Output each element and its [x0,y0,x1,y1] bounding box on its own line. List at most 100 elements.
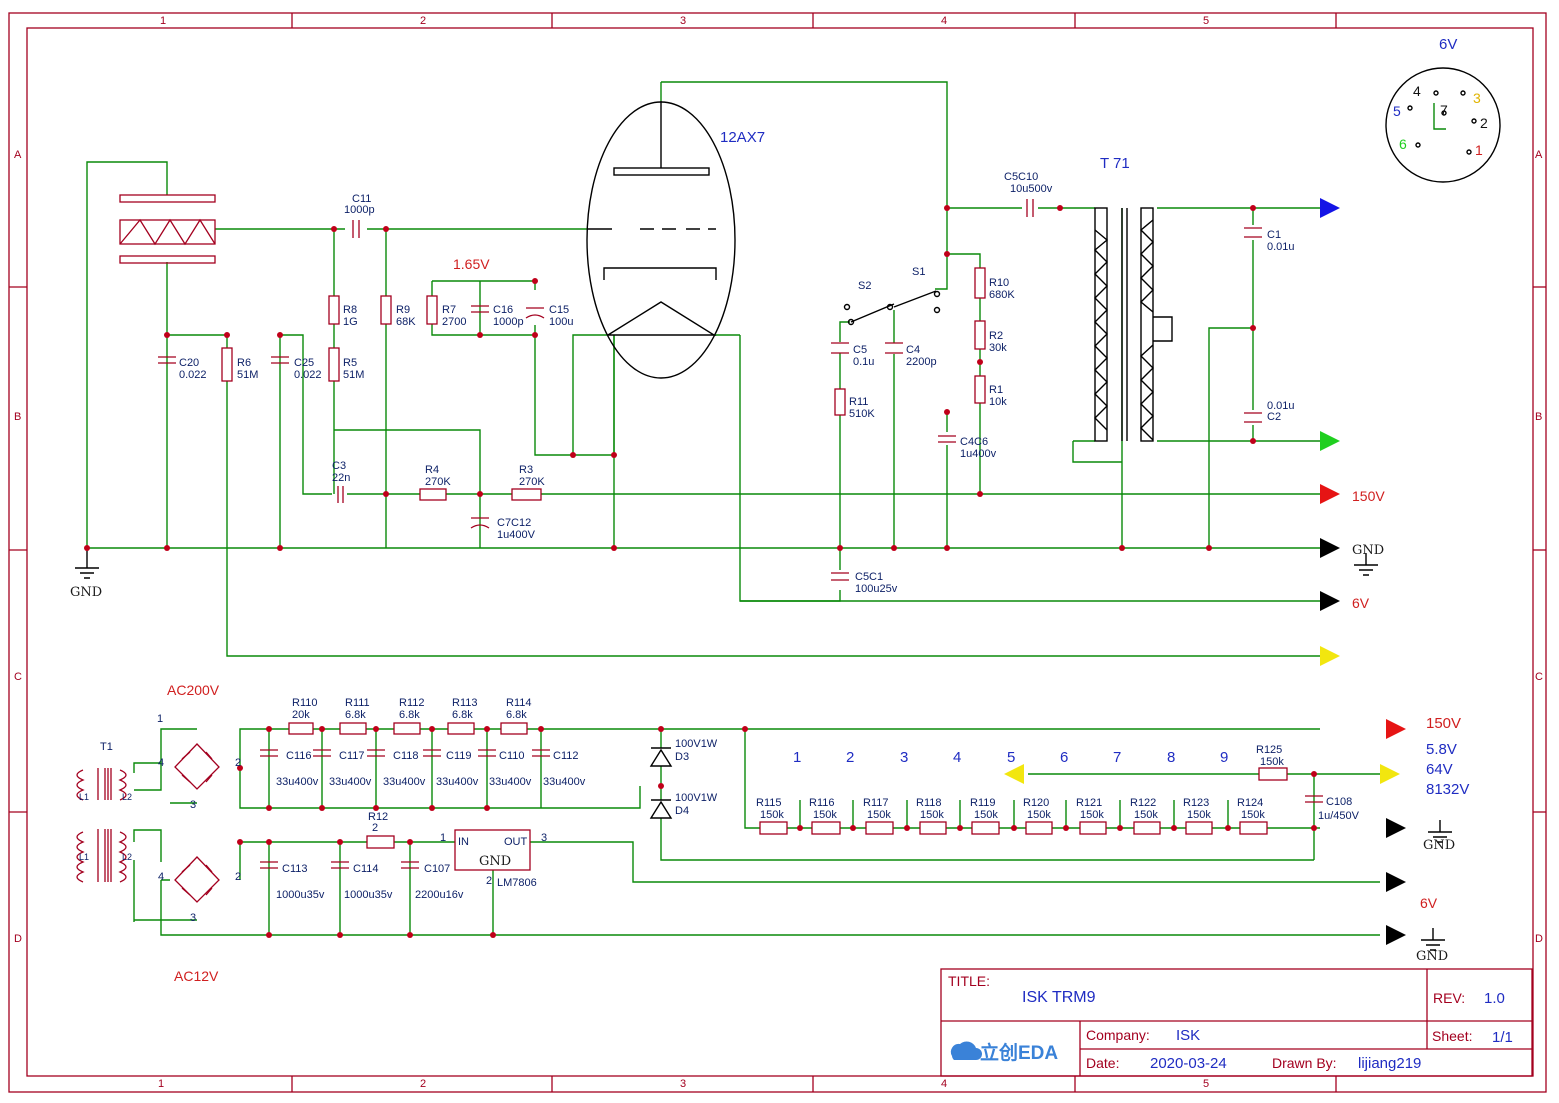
r124-val: 150k [1241,809,1265,821]
row-label-d-right: D [1535,933,1543,945]
r4-ref: R4 [425,464,439,476]
date-label: Date: [1086,1055,1119,1071]
d4-val: 100V1W [675,792,718,804]
tap-7: 7 [1113,749,1121,766]
row-label-b: B [14,411,21,423]
c25-ref: C25 [294,357,314,369]
socket-voltage-label: 6V [1439,36,1457,53]
row-label-d: D [14,933,22,945]
tube-label: 12AX7 [720,129,765,146]
gnd-label-left: GND [70,585,102,600]
voltage-6-top: 6V [1352,595,1370,611]
r112-ref: R112 [399,697,424,709]
c107-val: 2200u16v [415,889,464,901]
c4c6-ref: C4C6 [960,436,988,448]
l2b-ref: L2 [122,852,132,862]
c25-val: 0.022 [294,369,322,381]
r110-val: 20k [292,709,310,721]
title-label: TITLE: [948,973,990,989]
tap-1: 1 [793,749,801,766]
r6-ref: R6 [237,357,251,369]
gnd-label-right-mid: GND [1423,838,1455,853]
c117-val: 33u400v [329,776,372,788]
r12-val: 2 [372,822,378,834]
col-label-2: 2 [420,15,426,27]
c108-ref: C108 [1326,796,1352,808]
s2-ref: S2 [858,280,871,292]
r11-ref: R11 [849,396,868,408]
r113-val: 6.8k [452,709,473,721]
arrow-black-icon [1320,591,1340,611]
r3-val: 270K [519,476,545,488]
r123-val: 150k [1187,809,1211,821]
col-label-2-bottom: 2 [420,1078,426,1090]
r118-ref: R118 [916,797,941,809]
bridge-a-pin-1: 1 [157,713,163,725]
r9-ref: R9 [396,304,410,316]
c7c12-ref: C7C12 [497,517,531,529]
c2-val: 0.01u [1267,400,1295,412]
col-label-3: 3 [680,15,686,27]
sheet-value: 1/1 [1492,1029,1513,1046]
c5c1-val: 100u25v [855,583,898,595]
r1-ref: R1 [989,384,1003,396]
c118-ref: C118 [393,750,418,762]
c3-val: 22n [332,472,350,484]
ac200-label: AC200V [167,682,220,698]
tap-9: 9 [1220,749,1228,766]
c5-ref: C5 [853,344,867,356]
r124-ref: R124 [1237,797,1263,809]
col-label-5: 5 [1203,15,1209,27]
c116-val: 33u400v [276,776,319,788]
cloud-icon [950,1041,982,1060]
title-value: ISK TRM9 [1022,989,1096,1006]
r125-val: 150k [1260,756,1284,768]
r3-ref: R3 [519,464,533,476]
arrow-red-icon [1386,719,1406,739]
c4-val: 2200p [906,356,937,368]
r116-val: 150k [813,809,837,821]
c5c10-val: 10u500v [1010,183,1053,195]
c114-ref: C114 [353,863,378,875]
r115-val: 150k [760,809,784,821]
c110-val: 33u400v [489,776,532,788]
c7c12-val: 1u400V [497,529,536,541]
drawn-label: Drawn By: [1272,1055,1337,1071]
c1-ref: C1 [1267,229,1281,241]
r9-val: 68K [396,316,416,328]
r10-ref: R10 [989,277,1009,289]
bridge-a-pin-3: 3 [190,799,196,811]
r8-ref: R8 [343,304,357,316]
gnd-label-right-bottom: GND [1416,949,1448,964]
socket-pin-5: 5 [1393,103,1401,119]
bridge-b-pin-3: 3 [190,912,196,924]
d4-ref: D4 [675,805,689,817]
voltage-150-bottom: 150V [1426,715,1461,732]
r12-ref: R12 [368,811,388,823]
c5c1-ref: C5C1 [855,571,883,583]
logo-text: 立创EDA [980,1041,1058,1064]
arrow-black-icon [1320,538,1340,558]
c117-ref: C117 [339,750,364,762]
c116-ref: C116 [286,750,311,762]
c16-val: 1000p [493,316,524,328]
r122-val: 150k [1134,809,1158,821]
arrow-yellow-icon [1004,764,1024,784]
rev-value: 1.0 [1484,990,1505,1007]
c1-val: 0.01u [1267,241,1295,253]
r7-ref: R7 [442,304,456,316]
socket-pin-4: 4 [1413,83,1421,99]
r120-ref: R120 [1023,797,1049,809]
row-label-a: A [14,149,22,161]
c112-ref: C112 [553,750,578,762]
c15-val: 100u [549,316,573,328]
arrow-black-icon [1386,818,1406,838]
voltage-6-bottom: 6V [1420,895,1438,911]
lm7806-pin-2: 2 [486,875,492,887]
r121-ref: R121 [1076,797,1102,809]
r1-val: 10k [989,396,1007,408]
sheet-label: Sheet: [1432,1028,1472,1044]
arrow-green-icon [1320,431,1340,451]
net-arrows [1004,198,1406,945]
